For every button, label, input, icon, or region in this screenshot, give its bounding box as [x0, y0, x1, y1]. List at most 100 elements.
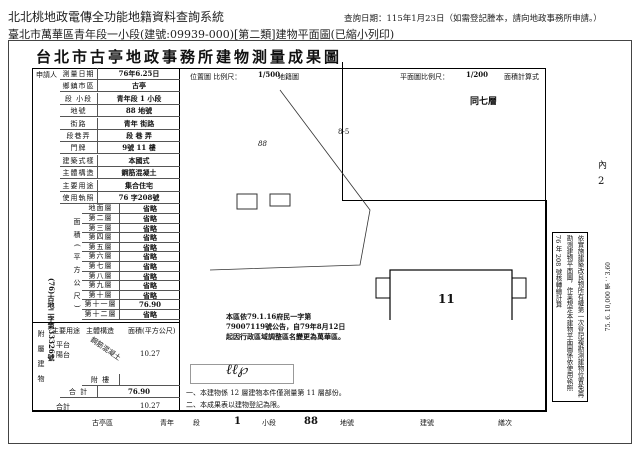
info-row: 地號 88 地號: [60, 105, 180, 118]
floor-name: 第二層: [82, 214, 120, 223]
neighbor-mark: 8-5: [338, 128, 350, 136]
unit-outline: [389, 269, 513, 320]
site-and-floor-plan: [209, 89, 527, 320]
floor-row: 第七層省略: [82, 262, 180, 272]
signature-box: [190, 364, 294, 384]
floor-row: 第六層省略: [82, 252, 180, 262]
info-label: 測量日期: [60, 68, 98, 79]
floor-row: 第十二層 省略: [82, 310, 180, 320]
location-scale-label: 位置圖 比例尺：: [190, 73, 242, 81]
attached-area-label: 面積(平方公尺): [128, 327, 176, 335]
building-footprint: [236, 193, 258, 210]
floor-name: 第十層: [82, 290, 120, 300]
floor-row: 第九層省略: [82, 281, 180, 291]
attached-use-2: 陽台: [56, 351, 70, 359]
floor-row: 第十一層 76.90: [82, 300, 180, 310]
plan-scale: 1/200: [466, 70, 489, 79]
info-row: 主體構造鋼筋混凝土: [60, 167, 180, 180]
plan-scale-label: 平面圖比例尺：: [400, 73, 449, 81]
query-date: 查詢日期：115年1月23日（如需登記謄本，請向地政事務所申請。）: [344, 14, 602, 24]
info-value: 76 字208號: [118, 193, 160, 202]
info-value: 76年6.25日: [118, 69, 160, 78]
floor-name: 第九層: [82, 281, 120, 290]
floor-area: 省略: [143, 271, 157, 281]
floor-name: 第八層: [82, 271, 120, 281]
footer-subsection-label: 小段: [262, 419, 276, 427]
attached-structure-label: 主體構造: [86, 327, 114, 335]
surveyor-signature: ℓℓ℘: [226, 362, 248, 378]
info-label: 建築式樣: [60, 154, 98, 166]
certification-stamp: 依實施建築改良物所有權第一次登記複勘測建物位置免再勘測建物平面圖，作業規定本建物…: [552, 232, 588, 402]
right-strip: [546, 200, 601, 412]
floor-title: 同七層: [470, 97, 498, 107]
floor-name: 第十二層: [82, 310, 120, 319]
area-label: 面積(平方公尺): [73, 218, 81, 314]
right-mark-1: 內: [598, 161, 608, 171]
footer-district: 古亭區: [92, 419, 113, 427]
floor-row: 第三層省略: [82, 223, 180, 234]
remark-1: 一、本建物係 12 層建物本件僅測量第 11 層部份。: [186, 389, 346, 397]
floor-row: 第五層省略: [82, 242, 180, 253]
location-scale: 1/500: [258, 70, 281, 79]
info-value: 青年 街路: [123, 118, 155, 128]
info-label: 使用執照: [60, 192, 98, 203]
attached-structure-1: 鋼筋混凝土: [88, 335, 123, 363]
floor-area: 省略: [143, 214, 157, 223]
floor-area: 76.90: [139, 300, 161, 310]
floor-name: 地面層: [82, 204, 120, 213]
form-print-info: 75. 6. 10,000 張 ：3.60: [605, 262, 612, 332]
floor-row: 地面層省略: [82, 204, 180, 214]
info-value: 88 地號: [125, 106, 153, 116]
info-row: 鄉鎮市區古亭: [60, 80, 180, 93]
floor-row: 第四層省略: [82, 233, 180, 243]
info-value: 青年段 1 小段: [116, 93, 162, 103]
floor-area: 省略: [143, 310, 157, 319]
document-title: 台北市古亭地政事務所建物測量成果圖: [36, 48, 343, 66]
attached-total-label: 合計: [56, 403, 70, 411]
footer-subsection: 1: [234, 416, 241, 427]
info-label: 街路: [60, 117, 98, 129]
footer-lot-label: 地號: [340, 419, 354, 427]
floor-row: 第二層 省略: [82, 214, 180, 224]
attached-total: 10.27: [140, 402, 161, 410]
footer-lot: 88: [304, 416, 318, 427]
attached-area-2: 10.27: [140, 350, 161, 358]
building-number: (76)古地二字第33326號: [47, 278, 56, 361]
building-footprint: [269, 193, 291, 207]
info-row: 段 小段 青年段 1 小段: [60, 92, 180, 105]
info-row: 主要用途 集合住宅: [60, 179, 180, 192]
plan-scale-suffix: 面積計算式: [504, 73, 539, 81]
appendage-row: 附 樓: [82, 373, 180, 386]
info-label: 鄉鎮市區: [60, 80, 98, 92]
attached-label: 附屬建物: [37, 330, 45, 390]
footer-section-label: 段: [193, 419, 200, 427]
location-scale-suffix: 地籍圖: [278, 73, 299, 81]
balcony-left: [375, 277, 391, 299]
info-row: 使用執照 76 字208號: [60, 192, 180, 204]
remark-2: 二、本成果表以建物登記為限。: [186, 401, 284, 409]
info-value: 集合住宅: [125, 180, 153, 190]
info-row: 街路 青年 街路: [60, 117, 180, 130]
floor-area: 省略: [143, 242, 157, 252]
info-label: 地號: [60, 105, 98, 117]
attached-use-label: 主要用途: [52, 327, 80, 335]
info-label: 主體構造: [60, 167, 98, 179]
floor-name: 第十一層: [82, 300, 120, 309]
footer-section: 青年: [160, 419, 174, 427]
info-value: 段 巷 弄: [126, 131, 152, 140]
total-value: 76.90: [128, 386, 150, 396]
floor-name: 第六層: [82, 252, 120, 261]
info-label: 主要用途: [60, 179, 98, 191]
info-label: 門牌: [60, 142, 98, 154]
floor-row: 第八層 省略: [82, 271, 180, 282]
floor-area: 省略: [143, 223, 157, 233]
floor-row: 第十層 省略: [82, 290, 180, 301]
applicant-label: 申請人: [36, 71, 57, 79]
info-row: 段巷弄段 巷 弄: [60, 130, 180, 142]
lot-boundary: [209, 89, 371, 271]
floor-area: 省略: [143, 290, 157, 300]
info-label: 段 小段: [60, 92, 98, 104]
floor-area: 省略: [143, 262, 157, 271]
